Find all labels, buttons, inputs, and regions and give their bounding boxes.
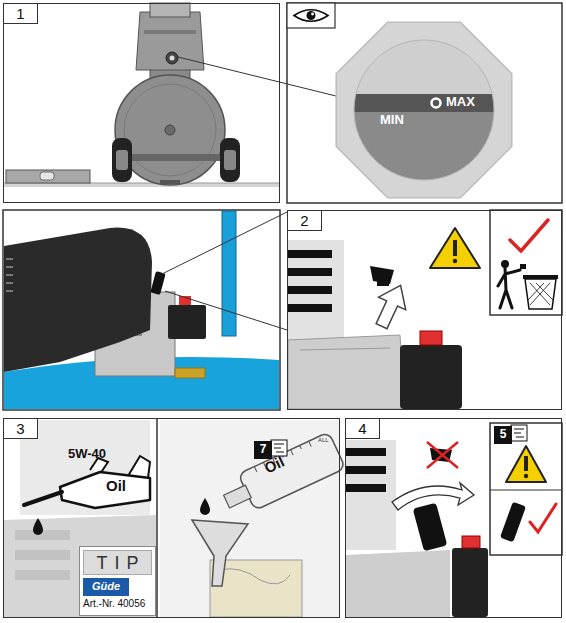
brand-logo: Güde xyxy=(83,578,129,596)
step-number: 7 xyxy=(254,441,272,459)
step-number: 1 xyxy=(4,4,38,24)
min-mark: MIN xyxy=(380,113,404,127)
compressor-front-view xyxy=(3,3,336,187)
tip-text: Art.-Nr. 40056 xyxy=(83,598,145,609)
step-number: 3 xyxy=(4,419,38,439)
remove-transport-plug xyxy=(288,210,562,409)
bottle-mark: ALL xyxy=(318,437,329,444)
sight-glass-detail xyxy=(287,3,562,203)
step-panel: 2 xyxy=(287,210,562,410)
reference-badge: 5 xyxy=(494,426,512,444)
can-label: Oil xyxy=(106,478,126,495)
step-panel: 3TIP Art.-Nr. 40056 Güde 7 xyxy=(3,418,340,618)
tip-text: TIP xyxy=(83,550,152,575)
fill-oil xyxy=(4,418,346,618)
compressor-overview xyxy=(3,210,287,410)
step-number: 4 xyxy=(346,419,380,439)
step-number: 5 xyxy=(494,426,512,444)
max-mark: MAX xyxy=(446,95,475,109)
reference-badge: 7 xyxy=(254,441,272,459)
step-panel: 1 xyxy=(3,3,280,203)
tip-box: TIP Art.-Nr. 40056 Güde xyxy=(79,546,156,616)
tip-text: Güde xyxy=(83,578,129,594)
insert-dipstick xyxy=(346,423,562,617)
oil-grade: 5W-40 xyxy=(68,447,106,461)
step-panel: 45 xyxy=(345,418,562,618)
step-number: 2 xyxy=(288,211,322,231)
